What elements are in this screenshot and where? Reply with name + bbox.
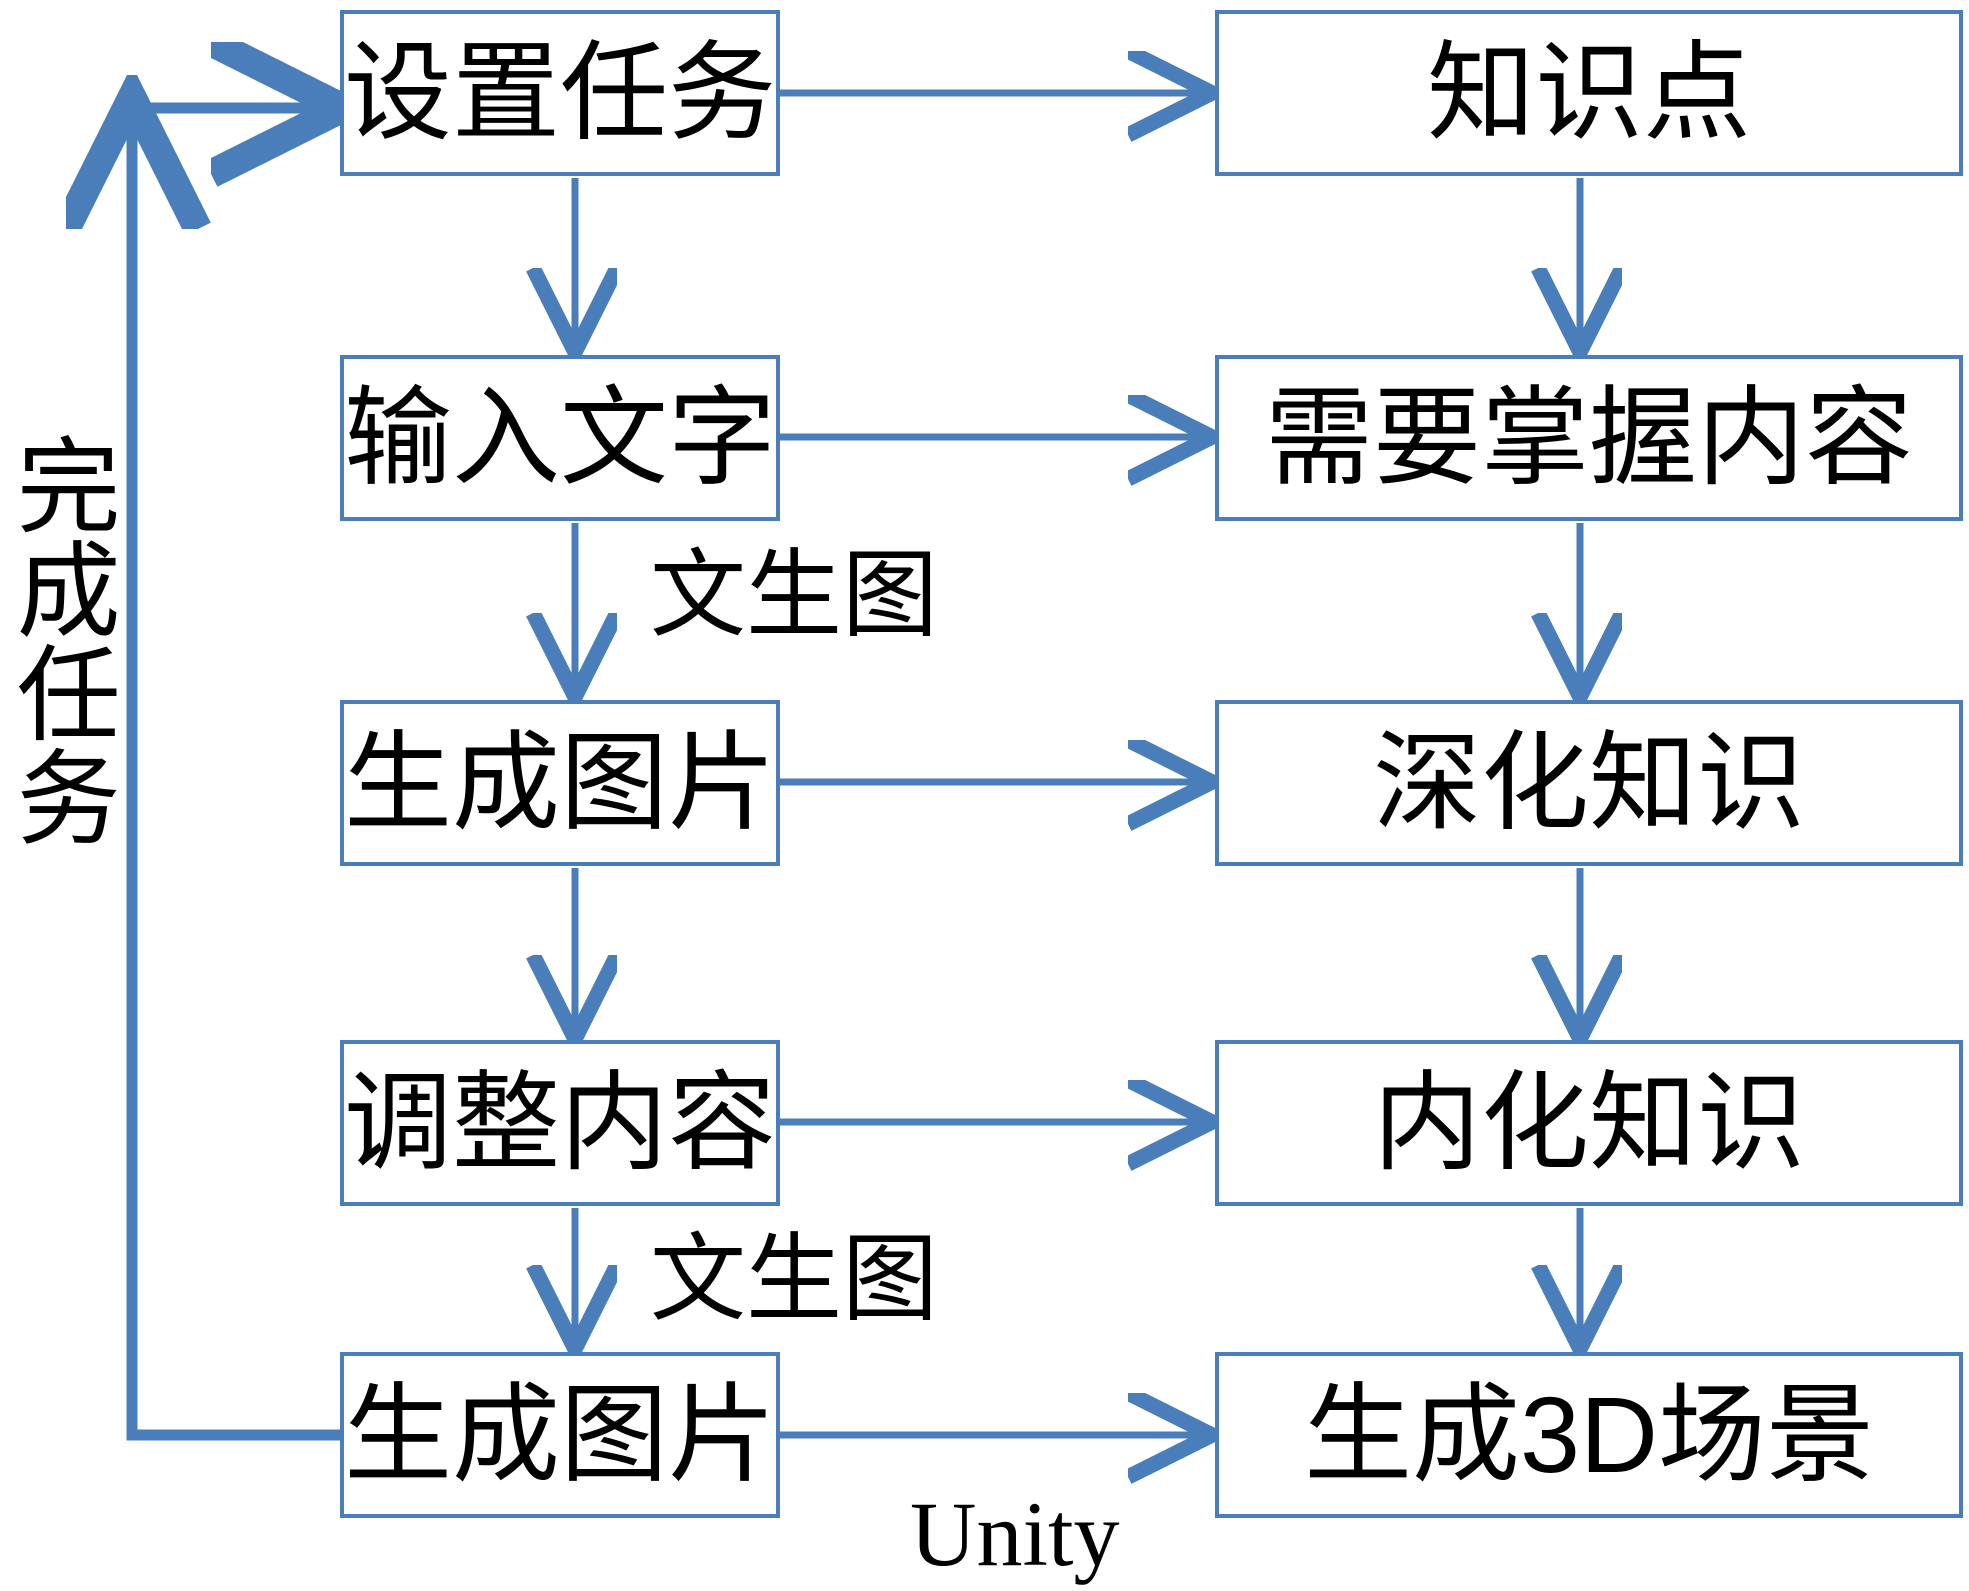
edge-feedback-loop-path <box>126 110 340 1441</box>
node-generate-image-2-label: 生成图片 <box>344 1374 777 1495</box>
node-input-text-label: 输入文字 <box>344 377 777 498</box>
node-input-text[interactable]: 输入文字 <box>340 355 780 521</box>
node-knowledge-point[interactable]: 知识点 <box>1215 10 1963 176</box>
edge-label-text-to-image-1: 文生图 <box>650 542 938 649</box>
node-adjust-content-label: 调整内容 <box>344 1062 777 1183</box>
loop-label-complete-task: 完成任务 <box>0 432 117 848</box>
node-internalize-knowledge-label: 内化知识 <box>1372 1062 1805 1183</box>
node-adjust-content[interactable]: 调整内容 <box>340 1040 780 1206</box>
node-generate-image-1[interactable]: 生成图片 <box>340 700 780 866</box>
edge-label-text-to-image-2: 文生图 <box>650 1226 938 1333</box>
node-knowledge-point-label: 知识点 <box>1426 32 1751 153</box>
node-deepen-knowledge-label: 深化知识 <box>1372 722 1805 843</box>
node-internalize-knowledge[interactable]: 内化知识 <box>1215 1040 1963 1206</box>
node-deepen-knowledge[interactable]: 深化知识 <box>1215 700 1963 866</box>
node-generate-3d-scene[interactable]: 生成3D场景 <box>1215 1352 1963 1518</box>
node-generate-image-2[interactable]: 生成图片 <box>340 1352 780 1518</box>
node-generate-3d-scene-label: 生成3D场景 <box>1303 1374 1875 1495</box>
node-set-task-label: 设置任务 <box>344 32 777 153</box>
node-set-task[interactable]: 设置任务 <box>340 10 780 176</box>
edge-label-unity: Unity <box>910 1483 1120 1585</box>
node-generate-image-1-label: 生成图片 <box>344 722 777 843</box>
node-content-to-master[interactable]: 需要掌握内容 <box>1215 355 1963 521</box>
node-content-to-master-label: 需要掌握内容 <box>1264 377 1913 498</box>
